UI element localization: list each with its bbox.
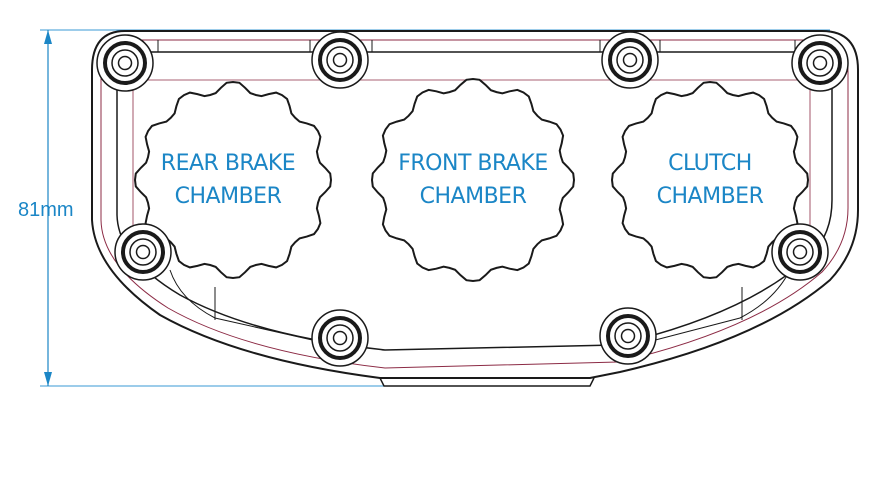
screw-boss-2	[311, 31, 369, 89]
screw-boss-3-socket	[622, 52, 638, 68]
screw-boss-6-washer	[778, 230, 822, 274]
clutch-chamber-line1: CLUTCH	[668, 151, 752, 176]
screw-boss-6-socket	[792, 244, 808, 260]
screw-group	[96, 31, 849, 367]
dimension-arrow-top	[44, 30, 52, 44]
screw-boss-5-head	[129, 238, 157, 266]
rear-chamber-cap	[133, 80, 333, 280]
screw-boss-1	[96, 34, 154, 92]
screw-boss-5-washer	[121, 230, 165, 274]
screw-boss-8-washer	[606, 314, 650, 358]
screw-boss-4	[791, 34, 849, 92]
screw-boss-4-socket	[812, 55, 828, 71]
rear-chamber-label: REAR BRAKE CHAMBER	[161, 151, 296, 209]
screw-boss-3	[601, 31, 659, 89]
inner-outline	[100, 39, 849, 369]
clutch-chamber-cap	[610, 80, 810, 280]
screw-boss-2-socket	[332, 52, 348, 68]
screw-boss-2-washer	[318, 38, 362, 82]
screw-boss-1-washer	[103, 41, 147, 85]
screw-boss-6	[771, 223, 829, 281]
screw-boss-5	[114, 223, 172, 281]
dimension-label: 81mm	[18, 199, 74, 221]
screw-boss-7-head	[326, 324, 354, 352]
clutch-chamber-line2: CHAMBER	[657, 184, 764, 209]
rear-chamber-line2: CHAMBER	[175, 184, 282, 209]
screw-boss-1-head	[111, 49, 139, 77]
screw-boss-5-socket	[135, 244, 151, 260]
screw-boss-7	[311, 309, 369, 367]
bottom-ridge-left	[169, 269, 331, 345]
screw-boss-1-socket	[117, 55, 133, 71]
screw-boss-6-head	[786, 238, 814, 266]
clutch-chamber-label: CLUTCH CHAMBER	[657, 151, 764, 209]
dimension-arrow-bottom	[44, 372, 52, 386]
screw-boss-7-washer	[318, 316, 362, 360]
screw-boss-8	[599, 307, 657, 365]
front-chamber-line2: CHAMBER	[420, 184, 527, 209]
rear-chamber-line1: REAR BRAKE	[161, 151, 295, 176]
screw-boss-4-washer	[798, 41, 842, 85]
chamber-group	[133, 77, 810, 283]
screw-boss-4-head	[806, 49, 834, 77]
bottom-tab	[379, 377, 595, 387]
front-chamber-cap	[370, 77, 576, 283]
front-chamber-line1: FRONT BRAKE	[398, 151, 548, 176]
screw-boss-3-washer	[608, 38, 652, 82]
front-chamber-label: FRONT BRAKE CHAMBER	[398, 151, 548, 209]
screw-boss-8-socket	[620, 328, 636, 344]
screw-boss-7-socket	[332, 330, 348, 346]
screw-boss-2-head	[326, 46, 354, 74]
inner-rim	[116, 51, 833, 351]
screw-boss-3-head	[616, 46, 644, 74]
screw-boss-8-head	[614, 322, 642, 350]
